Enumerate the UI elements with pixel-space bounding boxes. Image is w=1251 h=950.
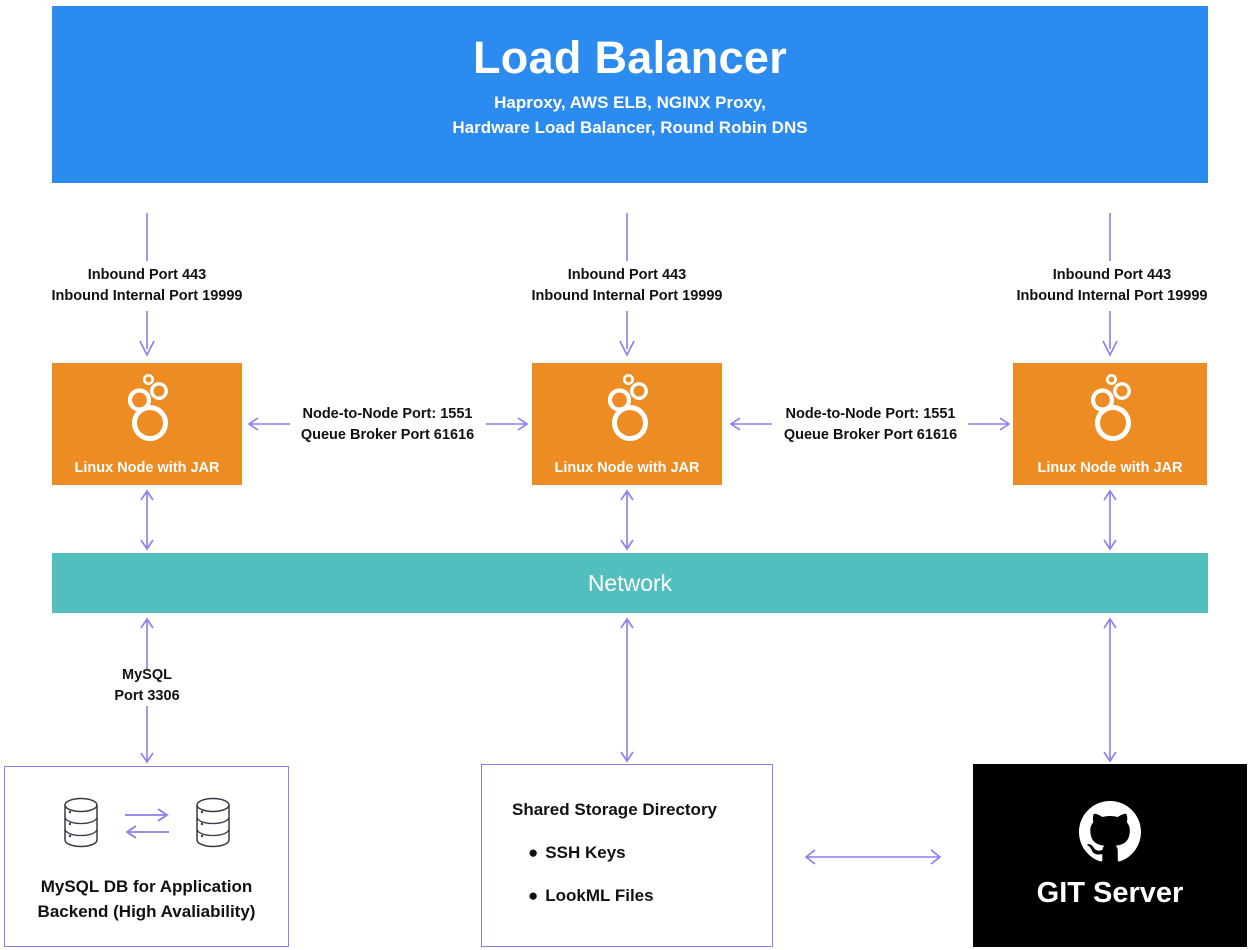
mysql-link-label-line-1: MySQL	[122, 667, 172, 683]
load-balancer-subtitle: Haproxy, AWS ELB, NGINX Proxy, Hardware …	[452, 91, 807, 140]
network-to-storage-arrow	[620, 617, 634, 763]
database-cylinder-icon	[63, 797, 98, 848]
node-link-label-2-line-1: Node-to-Node Port: 1551	[785, 406, 956, 422]
inbound-label-1-line-1: Inbound Port 443	[87, 267, 207, 283]
inbound-label-3-line-2: Inbound Internal Port 19999	[1016, 287, 1208, 304]
load-balancer-subtitle-line-2: Hardware Load Balancer, Round Robin DNS	[452, 117, 808, 137]
inbound-label-2-line-1: Inbound Port 443	[567, 267, 687, 283]
looker-logo-icon	[607, 374, 648, 441]
load-balancer-subtitle-line-1: Haproxy, AWS ELB, NGINX Proxy,	[494, 93, 766, 113]
looker-logo-icon	[127, 374, 168, 441]
node-link-label-1-line-1: Node-to-Node Port: 1551	[302, 406, 473, 422]
node-1-to-network-arrow	[140, 489, 154, 551]
lb-to-node-2-arrow	[619, 213, 635, 357]
git-server-box: GIT Server	[973, 764, 1247, 947]
linux-node-3[interactable]: Linux Node with JAR	[1013, 363, 1207, 485]
mysql-link-label-line-2: Port 3306	[114, 687, 180, 704]
mysql-db-caption-line-2: Backend (High Avaliability)	[37, 901, 256, 921]
inbound-label-2-line-2: Inbound Internal Port 19999	[531, 287, 723, 304]
node-3-to-network-arrow	[1103, 489, 1117, 551]
inbound-label-2: Inbound Port 443 Inbound Internal Port 1…	[497, 265, 757, 306]
inbound-label-3-line-1: Inbound Port 443	[1052, 267, 1172, 283]
database-cylinder-icon	[195, 797, 230, 848]
lb-to-node-1-arrow	[139, 213, 155, 357]
shared-storage-box: Shared Storage Directory ● SSH Keys ● Look…	[481, 764, 773, 947]
inbound-label-1-line-2: Inbound Internal Port 19999	[51, 287, 243, 304]
linux-node-3-label: Linux Node with JAR	[1037, 460, 1183, 476]
node-2-to-node-3-left-arrow	[729, 417, 772, 431]
lb-to-node-3-arrow	[1102, 213, 1118, 357]
network-to-mysql-arrow-upper	[140, 617, 154, 669]
linux-node-2-label: Linux Node with JAR	[554, 460, 700, 476]
node-link-label-1: Node-to-Node Port: 1551 Queue Broker Por…	[265, 404, 510, 445]
node-link-label-1-line-2: Queue Broker Port 61616	[300, 426, 475, 443]
storage-to-git-arrow	[804, 849, 942, 865]
node-link-label-2: Node-to-Node Port: 1551 Queue Broker Por…	[748, 404, 993, 445]
bullet-icon: ●	[528, 843, 539, 862]
node-2-to-node-3-right-arrow	[968, 417, 1011, 431]
mysql-db-caption-line-1: MySQL DB for Application	[40, 877, 253, 896]
linux-node-2[interactable]: Linux Node with JAR	[532, 363, 722, 485]
linux-node-1[interactable]: Linux Node with JAR	[52, 363, 242, 485]
shared-storage-list: ● SSH Keys ● LookML Files	[528, 843, 654, 929]
list-item-label: SSH Keys	[545, 843, 626, 862]
load-balancer-title: Load Balancer	[473, 32, 787, 83]
load-balancer-banner: Load Balancer Haproxy, AWS ELB, NGINX Pr…	[52, 6, 1208, 183]
network-bar: Network	[52, 553, 1208, 613]
network-label: Network	[587, 569, 673, 596]
node-link-label-2-line-2: Queue Broker Port 61616	[783, 426, 958, 443]
node-2-to-network-arrow	[620, 489, 634, 551]
inbound-label-3: Inbound Port 443 Inbound Internal Port 1…	[982, 265, 1242, 306]
mysql-db-caption: MySQL DB for Application Backend (High A…	[5, 875, 288, 924]
database-replication-row	[5, 795, 288, 851]
list-item: ● SSH Keys	[528, 843, 654, 863]
list-item: ● LookML Files	[528, 886, 654, 906]
list-item-label: LookML Files	[545, 886, 654, 905]
shared-storage-title: Shared Storage Directory	[512, 800, 718, 819]
mysql-db-box: MySQL DB for Application Backend (High A…	[4, 766, 289, 947]
github-octocat-icon	[1079, 801, 1141, 862]
inbound-label-1: Inbound Port 443 Inbound Internal Port 1…	[17, 265, 277, 306]
mysql-link-label: MySQL Port 3306	[47, 665, 247, 706]
database-sync-arrows-icon	[124, 808, 169, 839]
node-1-to-node-2-right-arrow	[486, 417, 529, 431]
looker-logo-icon	[1090, 374, 1131, 441]
linux-node-1-label: Linux Node with JAR	[74, 460, 220, 476]
network-to-git-arrow	[1103, 617, 1117, 763]
network-to-mysql-arrow-lower	[140, 706, 154, 764]
git-server-label: GIT Server	[1036, 877, 1184, 909]
bullet-icon: ●	[528, 886, 539, 905]
node-1-to-node-2-left-arrow	[247, 417, 290, 431]
